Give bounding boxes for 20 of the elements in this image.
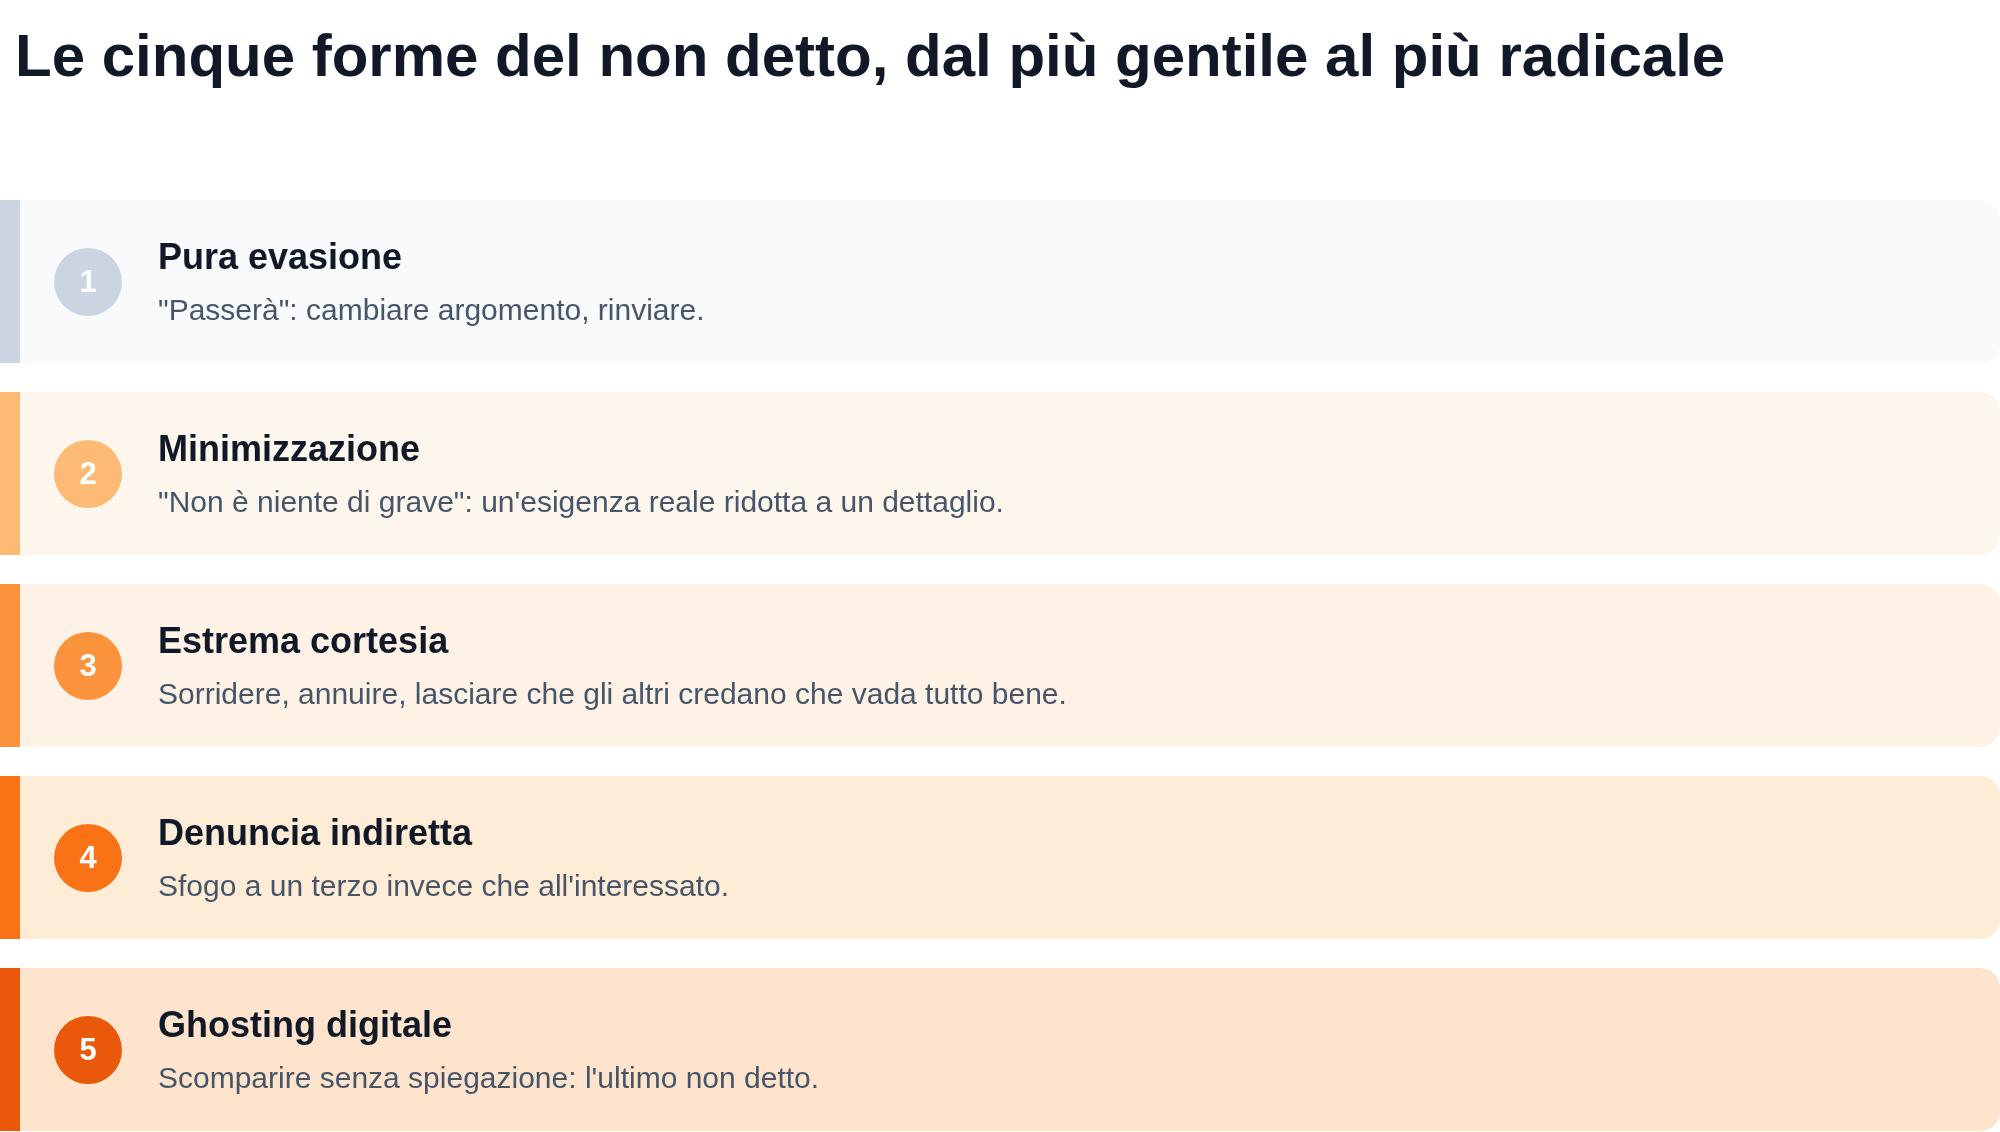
item-description: Scomparire senza spiegazione: l'ultimo non detto. — [158, 1062, 820, 1093]
item-heading: Pura evasione — [158, 238, 403, 275]
item-heading: Denuncia indiretta — [158, 814, 473, 851]
item-description: "Non è niente di grave": un'esigenza reale ridotta a un dettaglio. — [158, 486, 1004, 517]
list-card — [0, 776, 2000, 939]
list-card — [0, 392, 2000, 555]
diagram-title: Le cinque forme del non detto, dal più gentile al più radicale — [15, 26, 1726, 86]
item-description: "Passerà": cambiare argomento, rinviare. — [158, 294, 705, 325]
list-card — [0, 968, 2000, 1131]
number-circle: 2 — [54, 439, 122, 508]
list-card — [0, 200, 2000, 363]
number-circle: 4 — [54, 823, 122, 892]
number-circle: 5 — [54, 1015, 122, 1084]
item-heading: Estrema cortesia — [158, 622, 449, 659]
item-heading: Minimizzazione — [158, 430, 421, 467]
number-circle: 3 — [54, 631, 122, 700]
item-heading: Ghosting digitale — [158, 1006, 452, 1043]
item-description: Sfogo a un terzo invece che all'interessato. — [158, 870, 730, 901]
list-card — [0, 584, 2000, 747]
item-description: Sorridere, annuire, lasciare che gli altri credano che vada tutto bene. — [158, 678, 1067, 709]
